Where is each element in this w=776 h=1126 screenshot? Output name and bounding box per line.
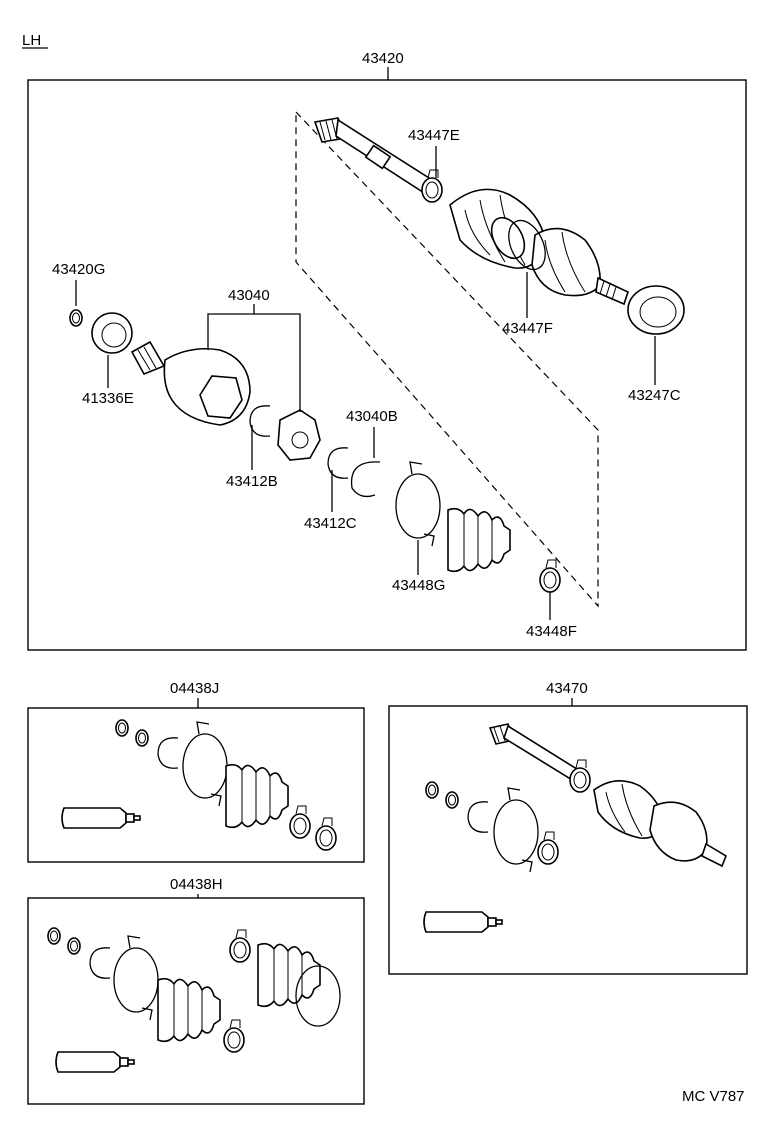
snap-ring-43412B <box>249 405 271 437</box>
dashed-subassembly-outline <box>295 110 599 608</box>
shaft-43470-parts <box>423 723 727 933</box>
tripod-43040 <box>277 409 321 461</box>
label-43040B: 43040B <box>346 408 398 425</box>
inner-joint-43040 <box>130 340 251 426</box>
clamp-43448F <box>539 559 561 593</box>
label-43412B: 43412B <box>226 473 278 490</box>
snap-ring-43420G <box>69 309 83 327</box>
band-43448G <box>395 461 441 547</box>
drive-shaft <box>313 117 629 306</box>
kit-04438H-parts <box>47 927 341 1073</box>
main-assembly-box <box>27 79 747 651</box>
kit-04438J-parts <box>61 719 337 851</box>
shaft-assembly-box <box>388 705 748 975</box>
label-43448F: 43448F <box>526 623 577 640</box>
leader-43040 <box>207 304 301 412</box>
snap-ring-43412C <box>327 447 349 479</box>
label-43247C: 43247C <box>628 387 681 404</box>
seal-41336E <box>91 312 133 354</box>
label-43447F: 43447F <box>502 320 553 337</box>
kit-04438J-box <box>27 707 365 863</box>
label-43420G: 43420G <box>52 261 105 278</box>
footer-code: MC V787 <box>682 1088 745 1105</box>
label-43040: 43040 <box>228 287 270 304</box>
label-43412C: 43412C <box>304 515 357 532</box>
label-43447E: 43447E <box>408 127 460 144</box>
seal-43247C <box>627 285 685 335</box>
group-label-04438H: 04438H <box>170 876 223 893</box>
group-label-43470: 43470 <box>546 680 588 697</box>
label-41336E: 41336E <box>82 390 134 407</box>
label-43448G: 43448G <box>392 577 445 594</box>
side-label: LH <box>22 32 41 49</box>
boot-inner <box>447 507 511 573</box>
kit-04438H-box <box>27 897 365 1105</box>
group-label-04438J: 04438J <box>170 680 219 697</box>
group-label-43420: 43420 <box>362 50 404 67</box>
snap-ring-43040B <box>350 461 381 498</box>
